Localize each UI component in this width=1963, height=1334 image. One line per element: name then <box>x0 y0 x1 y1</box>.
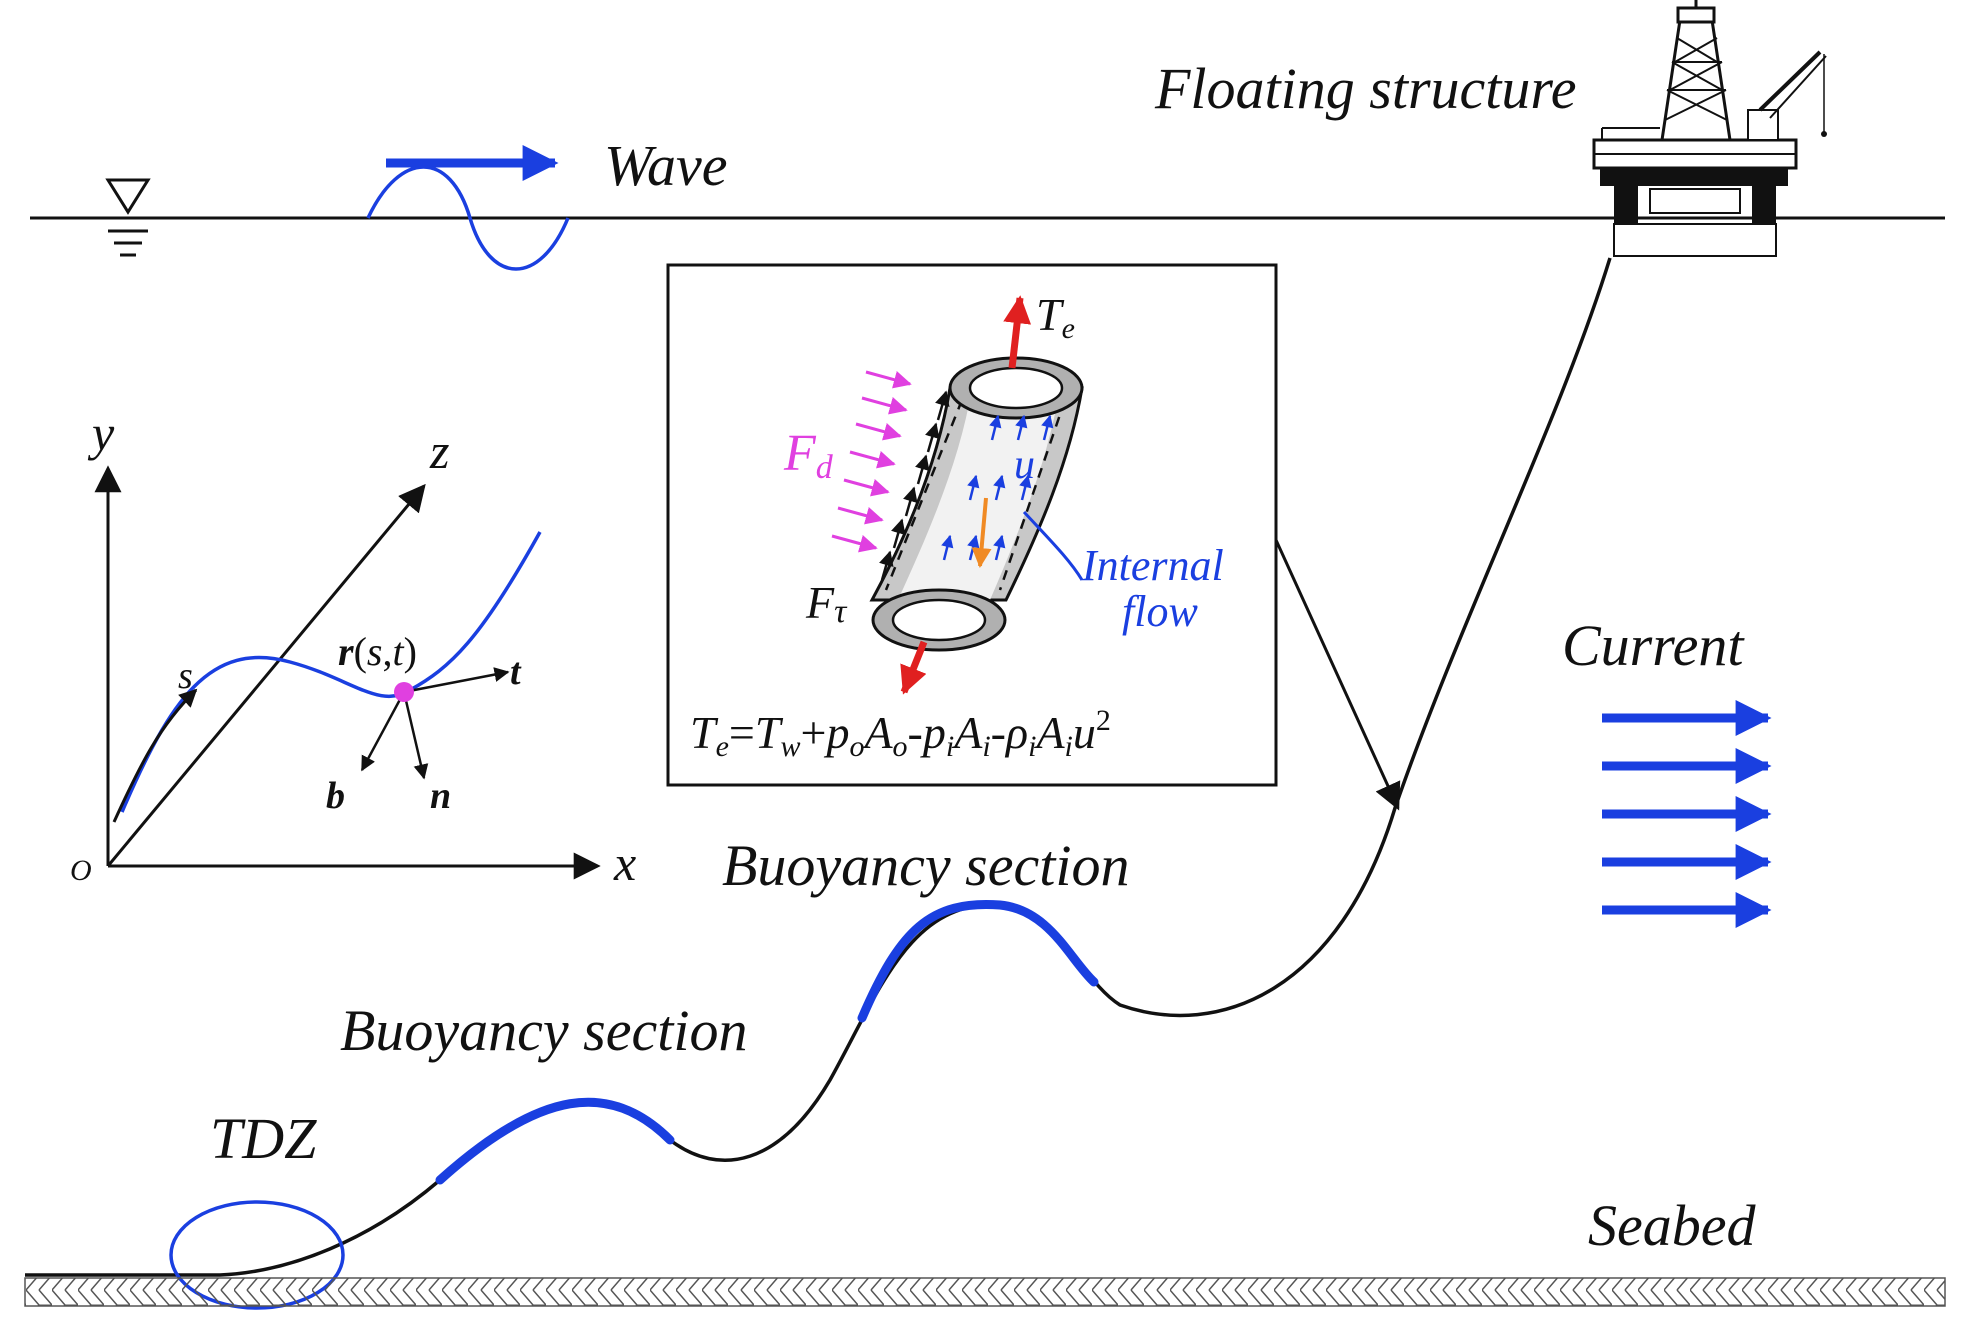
friction-symbol: F <box>805 577 835 628</box>
internal-flow-pointer <box>1022 510 1084 581</box>
eq-t1-sub: w <box>780 730 800 763</box>
normal-label: n <box>430 775 451 817</box>
tension-arrow-top <box>1003 295 1032 369</box>
eq-t3a-sub: i <box>946 730 954 763</box>
eq-t4c: u <box>1073 707 1096 758</box>
velocity-label: u <box>1014 442 1035 488</box>
floating-structure-label: Floating structure <box>1154 56 1577 121</box>
eq-t3a: p <box>920 707 946 758</box>
drag-sub: d <box>816 449 834 486</box>
eq-equals: = <box>729 707 755 758</box>
axis-x-label: x <box>613 835 636 891</box>
inset-callout-arrow <box>1274 539 1401 811</box>
floating-structure-icon <box>1592 0 1827 257</box>
seabed-hatch <box>24 1277 1946 1307</box>
friction-force-label: Fτ <box>805 577 848 630</box>
position-vector-close: ) <box>404 629 417 674</box>
eq-minus1: - <box>908 707 923 758</box>
origin-label: O <box>70 854 92 887</box>
internal-flow-label-line2: flow <box>1122 587 1198 636</box>
seabed-label: Seabed <box>1588 1193 1756 1258</box>
eq-t2b-sub: o <box>893 730 908 763</box>
tdz-label: TDZ <box>210 1106 317 1171</box>
water-level-icon <box>105 178 151 257</box>
eq-t4b-sub: i <box>1065 730 1073 763</box>
wave-icon <box>366 145 570 271</box>
tension-arrow-bottom <box>900 640 928 695</box>
tension-equation: Te=Tw+poAo-piAi-ρiAiu2 <box>690 704 1111 763</box>
axis-z-label: z <box>429 423 449 479</box>
internal-flow-arrows <box>941 414 1054 561</box>
tension-label: Te <box>1036 289 1075 345</box>
eq-t4c-sup: 2 <box>1096 704 1111 737</box>
eq-minus2: - <box>991 707 1006 758</box>
buoyancy-section-label-upper: Buoyancy section <box>722 833 1129 898</box>
position-vector-comma: , <box>382 629 392 674</box>
buoyancy-section-label-lower: Buoyancy section <box>340 998 747 1063</box>
current-arrows <box>1602 700 1772 928</box>
current-label: Current <box>1562 613 1745 678</box>
eq-t3b: A <box>951 707 983 758</box>
position-vector-r: r <box>338 629 354 674</box>
drag-force-arrows <box>831 370 912 553</box>
eq-t2b: A <box>861 707 893 758</box>
axis-y-label: y <box>87 405 115 461</box>
position-vector-open: ( <box>354 629 367 674</box>
eq-lhs: T <box>690 707 719 758</box>
position-vector-s: s <box>367 629 383 674</box>
position-vector-label: r(s,t) <box>338 629 417 674</box>
position-vector-t: t <box>392 629 404 674</box>
friction-sub: τ <box>834 593 848 630</box>
wave-label: Wave <box>604 133 727 198</box>
eq-t3b-sub: i <box>982 730 990 763</box>
coordinate-frame <box>94 465 601 880</box>
eq-plus: + <box>800 707 826 758</box>
eq-t2a: p <box>823 707 849 758</box>
drag-force-label: Fd <box>783 425 834 486</box>
buoyancy-section-lower <box>435 1097 675 1185</box>
friction-force-arrows <box>879 390 950 581</box>
internal-flow-label-line1: Internal <box>1081 541 1224 590</box>
eq-t4a-sub: i <box>1028 730 1036 763</box>
tension-symbol: T <box>1036 289 1065 340</box>
tension-sub: e <box>1062 312 1075 345</box>
eq-lhs-sub: e <box>716 730 729 763</box>
gravity-arrow <box>971 497 992 568</box>
eq-t4a: ρ <box>1004 707 1028 758</box>
pipe-element-icon <box>869 356 1084 652</box>
binormal-label: b <box>326 775 345 817</box>
eq-t1: T <box>755 707 784 758</box>
drag-symbol: F <box>783 425 817 482</box>
eq-t4b: A <box>1033 707 1065 758</box>
eq-t2a-sub: o <box>849 730 864 763</box>
buoyancy-section-upper <box>857 899 1099 1023</box>
tangent-label: t <box>510 651 522 693</box>
tdz-ellipse <box>169 1200 345 1310</box>
arc-length-label: s <box>178 655 193 697</box>
